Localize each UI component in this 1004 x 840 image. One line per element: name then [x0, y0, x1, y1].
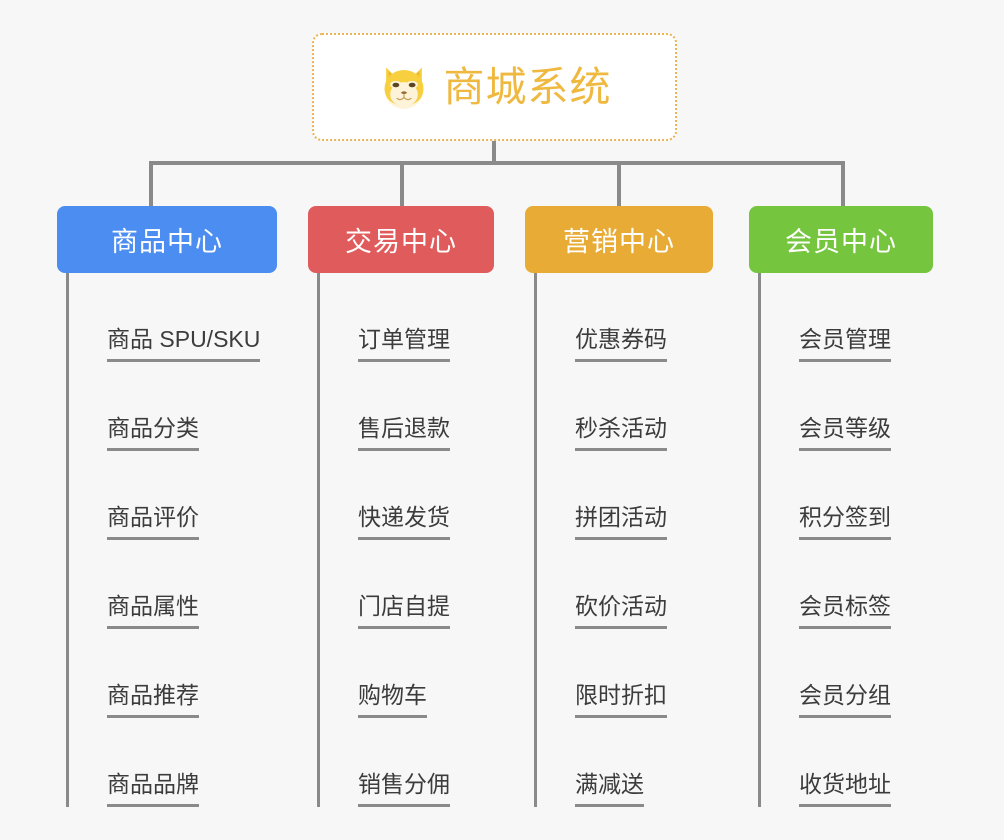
branch-product-center: 商品中心 商品 SPU/SKU 商品分类 商品评价 商品属性 商品推荐 商品品牌	[57, 206, 277, 807]
category-header-trade-center[interactable]: 交易中心	[308, 206, 494, 273]
leaf-list-member-center: 会员管理 会员等级 积分签到 会员标签 会员分组 收货地址	[758, 273, 933, 807]
list-item[interactable]: 商品推荐	[69, 629, 277, 718]
connector-bus-bar	[149, 161, 845, 165]
list-item[interactable]: 满减送	[537, 718, 713, 807]
list-item[interactable]: 售后退款	[320, 362, 494, 451]
connector-drop-member-center	[841, 161, 845, 206]
root-title: 商城系统	[443, 63, 612, 110]
list-item[interactable]: 会员管理	[761, 273, 933, 362]
category-title: 交易中心	[345, 227, 457, 257]
leaf-label: 购物车	[358, 681, 427, 718]
leaf-label: 售后退款	[358, 414, 450, 451]
leaf-label: 收货地址	[799, 770, 891, 807]
leaf-label: 订单管理	[358, 325, 450, 362]
list-item[interactable]: 商品 SPU/SKU	[69, 273, 277, 362]
leaf-list-marketing-center: 优惠券码 秒杀活动 拼团活动 砍价活动 限时折扣 满减送	[534, 273, 713, 807]
list-item[interactable]: 积分签到	[761, 451, 933, 540]
list-item[interactable]: 会员标签	[761, 540, 933, 629]
list-item[interactable]: 秒杀活动	[537, 362, 713, 451]
list-item[interactable]: 收货地址	[761, 718, 933, 807]
shiba-inu-dog-face-icon	[384, 67, 423, 109]
leaf-label: 商品分类	[107, 414, 199, 451]
list-item[interactable]: 商品品牌	[69, 718, 277, 807]
leaf-label: 会员分组	[799, 681, 891, 718]
leaf-label: 限时折扣	[575, 681, 667, 718]
leaf-list-product-center: 商品 SPU/SKU 商品分类 商品评价 商品属性 商品推荐 商品品牌	[66, 273, 277, 807]
category-header-member-center[interactable]: 会员中心	[749, 206, 933, 273]
category-title: 商品中心	[111, 227, 223, 257]
branch-trade-center: 交易中心 订单管理 售后退款 快递发货 门店自提 购物车 销售分佣	[308, 206, 494, 807]
leaf-list-trade-center: 订单管理 售后退款 快递发货 门店自提 购物车 销售分佣	[317, 273, 494, 807]
leaf-label: 优惠券码	[575, 325, 667, 362]
list-item[interactable]: 会员等级	[761, 362, 933, 451]
category-header-product-center[interactable]: 商品中心	[57, 206, 277, 273]
leaf-label: 商品推荐	[107, 681, 199, 718]
leaf-label: 满减送	[575, 770, 644, 807]
list-item[interactable]: 门店自提	[320, 540, 494, 629]
branch-member-center: 会员中心 会员管理 会员等级 积分签到 会员标签 会员分组 收货地址	[749, 206, 933, 807]
branch-marketing-center: 营销中心 优惠券码 秒杀活动 拼团活动 砍价活动 限时折扣 满减送	[525, 206, 713, 807]
leaf-label: 会员标签	[799, 592, 891, 629]
list-item[interactable]: 销售分佣	[320, 718, 494, 807]
category-title: 会员中心	[785, 227, 897, 257]
leaf-label: 会员管理	[799, 325, 891, 362]
list-item[interactable]: 限时折扣	[537, 629, 713, 718]
category-header-marketing-center[interactable]: 营销中心	[525, 206, 713, 273]
leaf-label: 销售分佣	[358, 770, 450, 807]
root-node[interactable]: 商城系统	[312, 33, 677, 141]
list-item[interactable]: 商品分类	[69, 362, 277, 451]
list-item[interactable]: 商品属性	[69, 540, 277, 629]
leaf-label: 砍价活动	[575, 592, 667, 629]
list-item[interactable]: 购物车	[320, 629, 494, 718]
list-item[interactable]: 订单管理	[320, 273, 494, 362]
leaf-label: 门店自提	[358, 592, 450, 629]
category-title: 营销中心	[563, 227, 675, 257]
leaf-label: 拼团活动	[575, 503, 667, 540]
leaf-label: 秒杀活动	[575, 414, 667, 451]
list-item[interactable]: 会员分组	[761, 629, 933, 718]
list-item[interactable]: 快递发货	[320, 451, 494, 540]
list-item[interactable]: 拼团活动	[537, 451, 713, 540]
list-item[interactable]: 商品评价	[69, 451, 277, 540]
connector-drop-product-center	[149, 161, 153, 206]
leaf-label: 商品评价	[107, 503, 199, 540]
leaf-label: 商品品牌	[107, 770, 199, 807]
connector-drop-trade-center	[400, 161, 404, 206]
leaf-label: 快递发货	[358, 503, 450, 540]
list-item[interactable]: 砍价活动	[537, 540, 713, 629]
connector-root-stem	[492, 141, 496, 164]
connector-drop-marketing-center	[617, 161, 621, 206]
leaf-label: 商品 SPU/SKU	[107, 325, 261, 362]
leaf-label: 积分签到	[799, 503, 891, 540]
list-item[interactable]: 优惠券码	[537, 273, 713, 362]
leaf-label: 商品属性	[107, 592, 199, 629]
leaf-label: 会员等级	[799, 414, 891, 451]
